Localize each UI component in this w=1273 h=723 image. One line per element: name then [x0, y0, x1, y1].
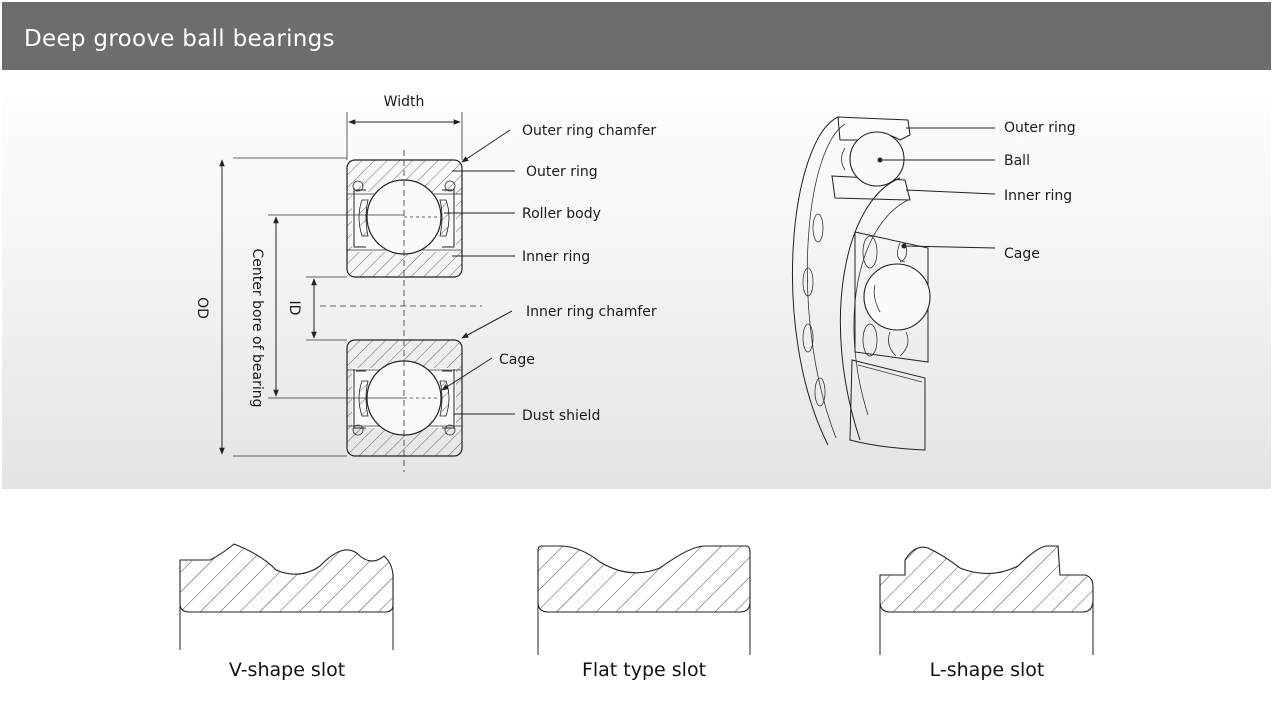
section-view [320, 150, 482, 472]
cutaway-view [792, 116, 931, 451]
slot-flat-type: Flat type slot [537, 545, 751, 681]
caption-flat-type-slot: Flat type slot [582, 659, 706, 681]
od-dimension: OD [194, 157, 347, 457]
label-inner-ring: Inner ring [522, 249, 590, 265]
caption-v-shape-slot: V-shape slot [229, 659, 345, 681]
slot-l-shape: L-shape slot [879, 545, 1094, 681]
page-title: Deep groove ball bearings [24, 26, 335, 52]
id-label: ID [286, 301, 302, 316]
width-label: Width [384, 94, 425, 110]
label-roller-body: Roller body [522, 206, 601, 222]
label-dust-shield: Dust shield [522, 408, 600, 424]
label-3d-ball: Ball [1004, 153, 1030, 169]
center-bore-dimension: Center bore of bearing [249, 214, 404, 408]
label-3d-inner-ring: Inner ring [1004, 188, 1072, 204]
cutaway-callouts: Outer ring Ball Inner ring Cage [877, 120, 1076, 262]
label-3d-outer-ring: Outer ring [1004, 120, 1076, 136]
label-outer-ring-chamfer: Outer ring chamfer [522, 123, 656, 139]
od-label: OD [194, 297, 210, 319]
caption-l-shape-slot: L-shape slot [930, 659, 1045, 681]
id-dimension: ID [286, 276, 347, 341]
diagram-panel [2, 70, 1271, 489]
label-outer-ring: Outer ring [526, 164, 598, 180]
header-bar: Deep groove ball bearings [2, 2, 1271, 70]
label-3d-cage: Cage [1004, 246, 1040, 262]
center-bore-label: Center bore of bearing [249, 249, 265, 408]
width-dimension: Width [346, 94, 463, 160]
label-cage: Cage [499, 352, 535, 368]
label-inner-ring-chamfer: Inner ring chamfer [526, 304, 657, 320]
slot-v-shape: V-shape slot [179, 543, 394, 681]
section-view-callouts: Outer ring chamfer Outer ring Roller bod… [441, 123, 657, 424]
